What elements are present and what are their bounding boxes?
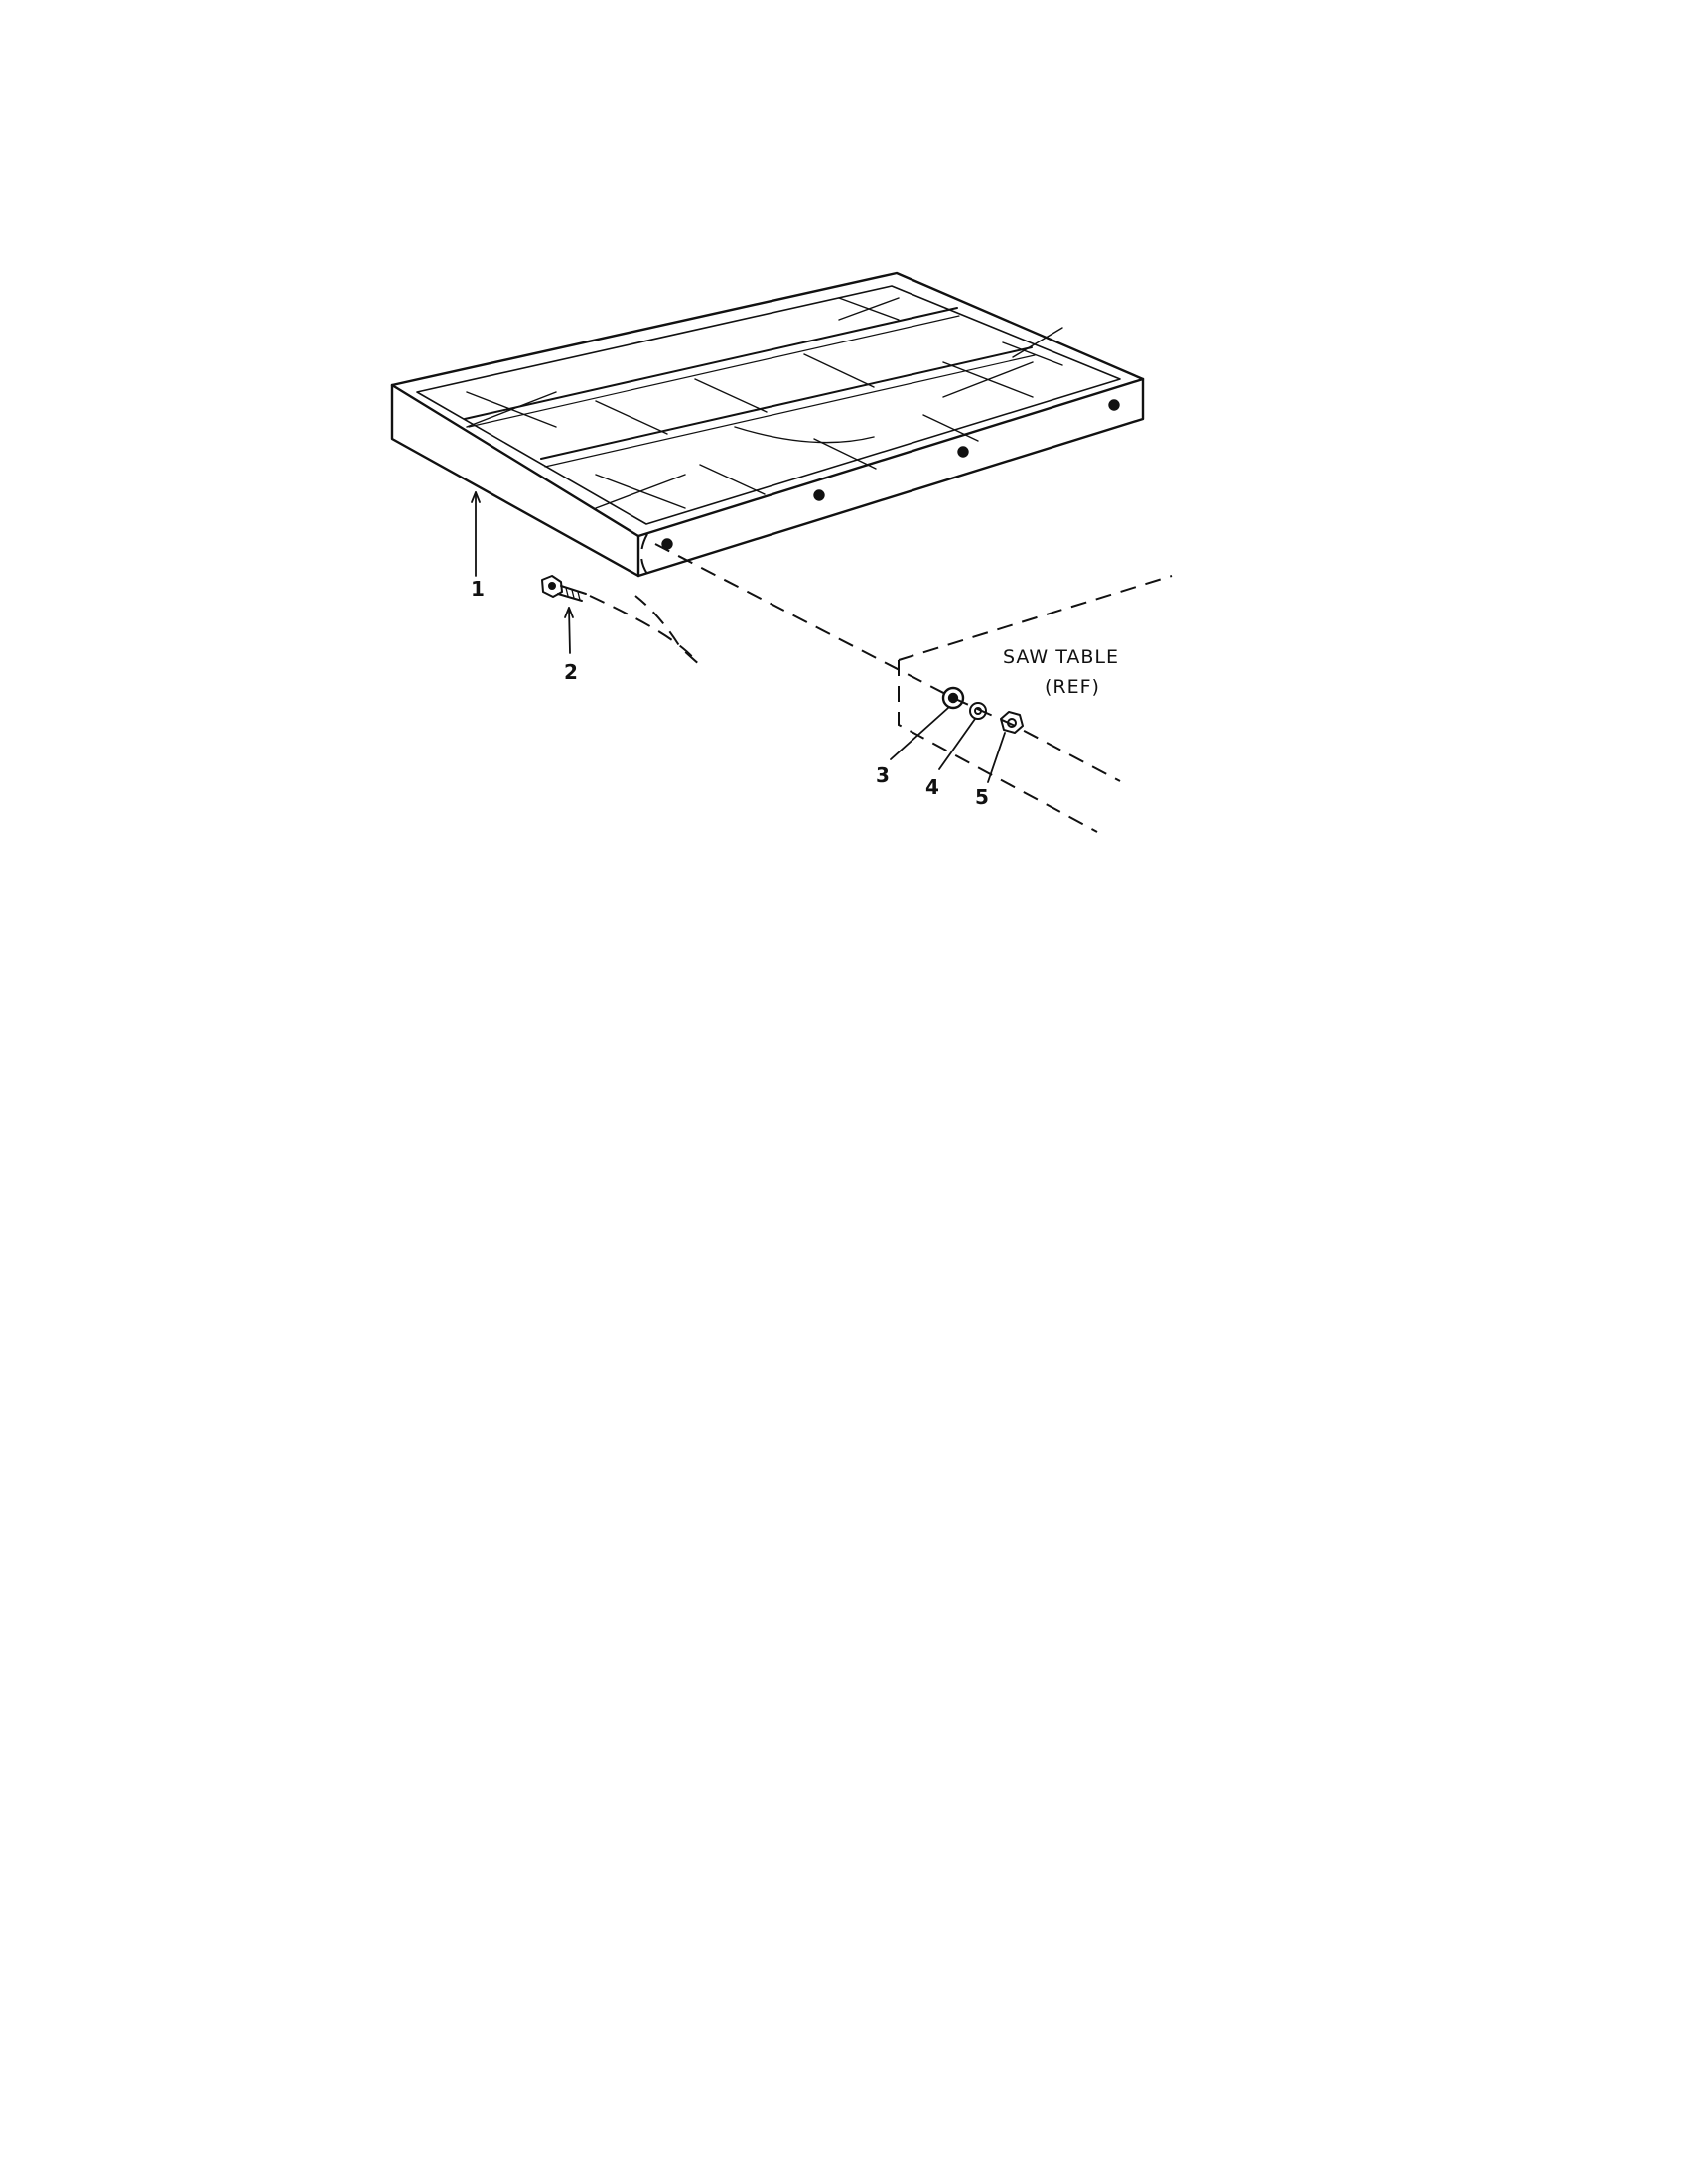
flat-washer <box>941 686 965 710</box>
saw-table-ref-label: (REF) <box>1045 676 1100 698</box>
assembly-line-main <box>654 543 1121 782</box>
hex-head-screw <box>541 575 587 602</box>
callout-5: 5 <box>975 785 989 809</box>
extension-frame <box>390 271 1145 578</box>
callout-leaders <box>471 491 1006 783</box>
assembly-line-screw <box>589 595 699 664</box>
callout-4: 4 <box>925 775 939 799</box>
callout-1: 1 <box>471 577 485 601</box>
callout-3: 3 <box>876 763 890 787</box>
saw-table-edge <box>898 660 1098 833</box>
saw-table-outline <box>898 575 1173 661</box>
hex-nut <box>1000 711 1024 734</box>
hidden-hole-line <box>640 533 648 575</box>
callout-2: 2 <box>564 660 578 684</box>
saw-table-label: SAW TABLE <box>1003 646 1119 668</box>
